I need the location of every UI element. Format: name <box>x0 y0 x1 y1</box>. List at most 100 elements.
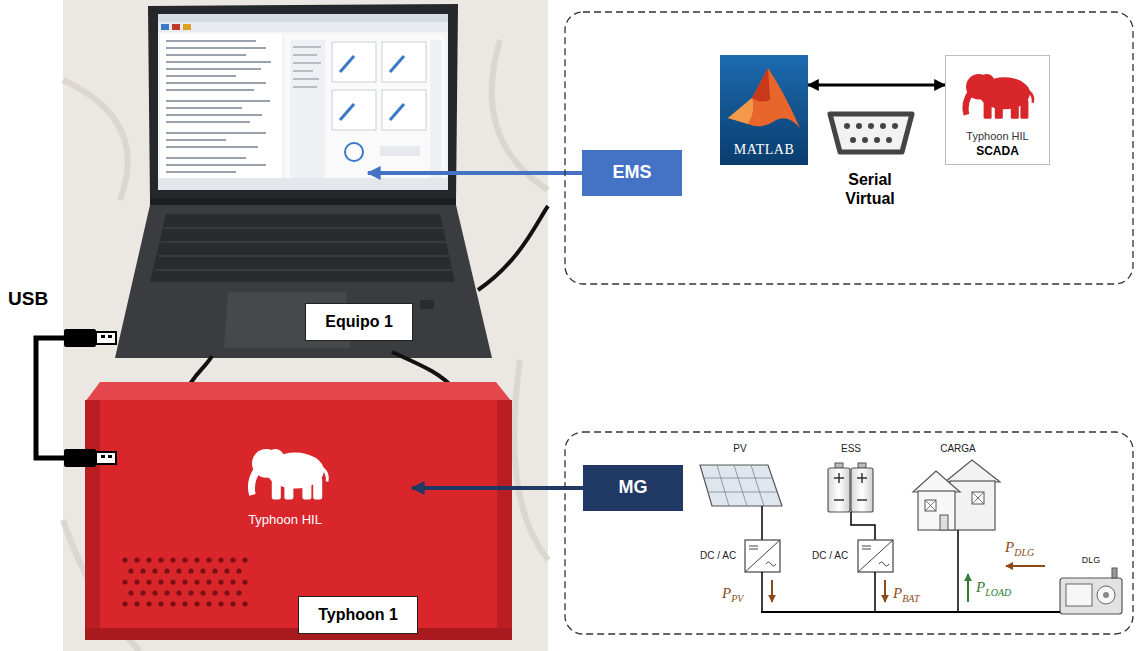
laptop <box>172 24 180 30</box>
port-label: Serial Virtual <box>830 170 910 208</box>
typhoon-hil-device <box>176 590 181 595</box>
system-tag: EMS <box>582 150 682 196</box>
laptop <box>164 227 443 228</box>
laptop <box>390 104 404 120</box>
typhoon-hil-device <box>230 579 235 584</box>
typhoon-hil-device <box>140 568 145 573</box>
laptop <box>382 42 426 82</box>
laptop <box>166 47 266 49</box>
typhoon-hil-device <box>206 557 211 562</box>
serial-port-icon <box>874 137 880 143</box>
serial-port-icon <box>830 114 912 152</box>
microgrid-schematic <box>700 465 782 506</box>
laptop <box>285 34 445 186</box>
cable-label: USB <box>8 288 48 311</box>
leader-arrow <box>412 486 583 490</box>
laptop <box>166 139 226 141</box>
serial-port-icon <box>868 123 874 129</box>
laptop <box>158 22 448 32</box>
matlab-logo <box>728 98 753 124</box>
laptop <box>155 269 452 270</box>
serial-port-icon <box>886 137 892 143</box>
converter-label: DC / AC <box>700 550 736 562</box>
laptop <box>390 56 404 72</box>
typhoon-hil-device <box>182 601 187 606</box>
microgrid-schematic <box>972 492 984 504</box>
matlab-logo <box>720 55 808 165</box>
microgrid-schematic <box>1103 592 1109 598</box>
typhoon-hil-device <box>128 568 133 573</box>
microgrid-schematic <box>925 500 936 511</box>
matlab-logo <box>752 68 770 102</box>
device-label: Typhoon 1 <box>298 596 418 634</box>
microgrid-schematic <box>950 481 995 530</box>
laptop <box>160 34 282 186</box>
microgrid-schematic <box>761 572 763 612</box>
dashed-region <box>565 432 1133 634</box>
leader-arrow <box>368 171 582 175</box>
microgrid-schematic <box>734 465 747 506</box>
typhoon-hil-device <box>176 568 181 573</box>
power-symbol: PLOAD <box>976 578 1011 599</box>
photo-background <box>63 0 548 651</box>
laptop <box>293 70 313 72</box>
typhoon-hil-device <box>170 557 175 562</box>
usb-cable-symbol <box>108 335 112 338</box>
typhoon-hil-device <box>242 601 247 606</box>
laptop <box>166 157 246 159</box>
usb-cable-symbol <box>96 452 116 464</box>
laptop <box>115 4 492 358</box>
typhoon-hil-device <box>230 601 235 606</box>
microgrid-schematic <box>761 506 763 540</box>
microgrid-schematic <box>761 611 1060 613</box>
typhoon-hil-device <box>200 590 205 595</box>
laptop <box>166 132 266 134</box>
typhoon-hil-device <box>122 557 247 606</box>
laptop <box>166 61 271 63</box>
connector-arrow <box>808 84 945 87</box>
laptop <box>430 40 442 180</box>
typhoon-hil-device <box>242 579 247 584</box>
microgrid-schematic <box>1060 578 1122 614</box>
laptop <box>166 146 258 148</box>
laptop <box>166 164 266 166</box>
laptop <box>332 90 376 130</box>
laptop <box>166 68 261 70</box>
typhoon-hil-device <box>128 590 133 595</box>
usb-cable-symbol <box>36 329 116 467</box>
typhoon-hil-device <box>158 579 163 584</box>
laptop <box>166 114 262 116</box>
typhoon-hil-device <box>85 400 512 640</box>
box-subtext: SCADA <box>976 144 1019 158</box>
laptop <box>293 54 317 56</box>
typhoon-hil-device <box>85 400 100 640</box>
laptop <box>150 198 456 206</box>
typhoon-hil-device <box>146 601 151 606</box>
laptop <box>166 75 236 77</box>
typhoon-hil-device <box>182 557 187 562</box>
serial-port-icon <box>862 137 868 143</box>
laptop <box>382 90 426 130</box>
matlab-logo <box>720 55 808 165</box>
microgrid-schematic <box>884 580 886 602</box>
microgrid-schematic <box>1066 584 1092 606</box>
serial-port-icon <box>844 123 898 143</box>
typhoon-hil-device <box>188 568 193 573</box>
component-label: PV <box>733 443 746 455</box>
microgrid-schematic <box>1097 586 1115 604</box>
microgrid-schematic <box>745 540 780 572</box>
component-label: ESS <box>841 443 861 455</box>
laptop <box>183 24 191 30</box>
usb-cable-symbol <box>101 335 105 338</box>
component-label: CARGA <box>940 443 976 455</box>
laptop <box>166 54 246 56</box>
cable <box>186 206 548 392</box>
serial-port-icon <box>844 123 850 129</box>
laptop <box>340 104 354 120</box>
typhoon-hil-device <box>206 601 211 606</box>
microgrid-schematic <box>945 460 1000 482</box>
typhoon-hil-device <box>224 568 229 573</box>
box-text: MG <box>619 477 648 499</box>
